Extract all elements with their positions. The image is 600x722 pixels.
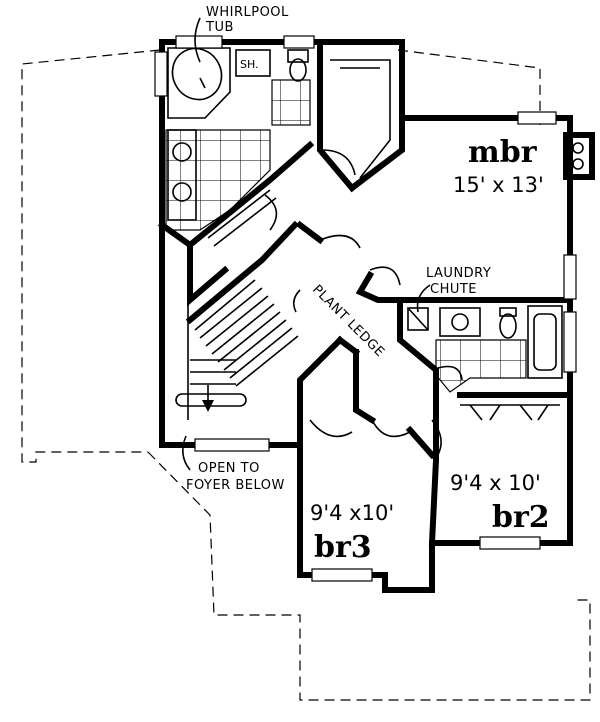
vanity-sinks — [167, 129, 197, 221]
whirlpool-label: WHIRLPOOL — [206, 5, 289, 20]
tub-label: TUB — [205, 20, 234, 35]
interior-walls — [157, 39, 573, 547]
closet-master — [330, 59, 391, 179]
annotations: WHIRLPOOL TUB SH. LAUNDRY CHUTE PLANT LE… — [186, 5, 550, 565]
shower-label: SH. — [240, 58, 259, 71]
foyer-below-label: FOYER BELOW — [186, 478, 285, 493]
br2-closet — [460, 404, 560, 421]
shower — [235, 49, 271, 77]
br2-name: br2 — [492, 500, 550, 535]
mbr-size: 15' x 13' — [453, 173, 544, 197]
leader-lines — [182, 17, 431, 471]
open-to-label: OPEN TO — [198, 461, 260, 476]
laundry-label: LAUNDRY — [426, 266, 491, 281]
tile-floors — [165, 79, 527, 393]
br3-size: 9'4 x10' — [310, 501, 394, 525]
chute-label: CHUTE — [430, 282, 477, 297]
bath2-fixtures — [439, 305, 563, 379]
hall-closet — [207, 189, 277, 247]
br2-size: 9'4 x 10' — [450, 471, 541, 495]
door-swings — [264, 149, 463, 459]
staircase — [175, 279, 299, 420]
toilet-master — [287, 49, 309, 82]
windows — [154, 35, 577, 582]
br3-name: br3 — [314, 530, 372, 565]
mbr-name: mbr — [468, 135, 538, 170]
master-closet-box — [572, 142, 584, 170]
lower-floor-outline — [21, 49, 591, 701]
